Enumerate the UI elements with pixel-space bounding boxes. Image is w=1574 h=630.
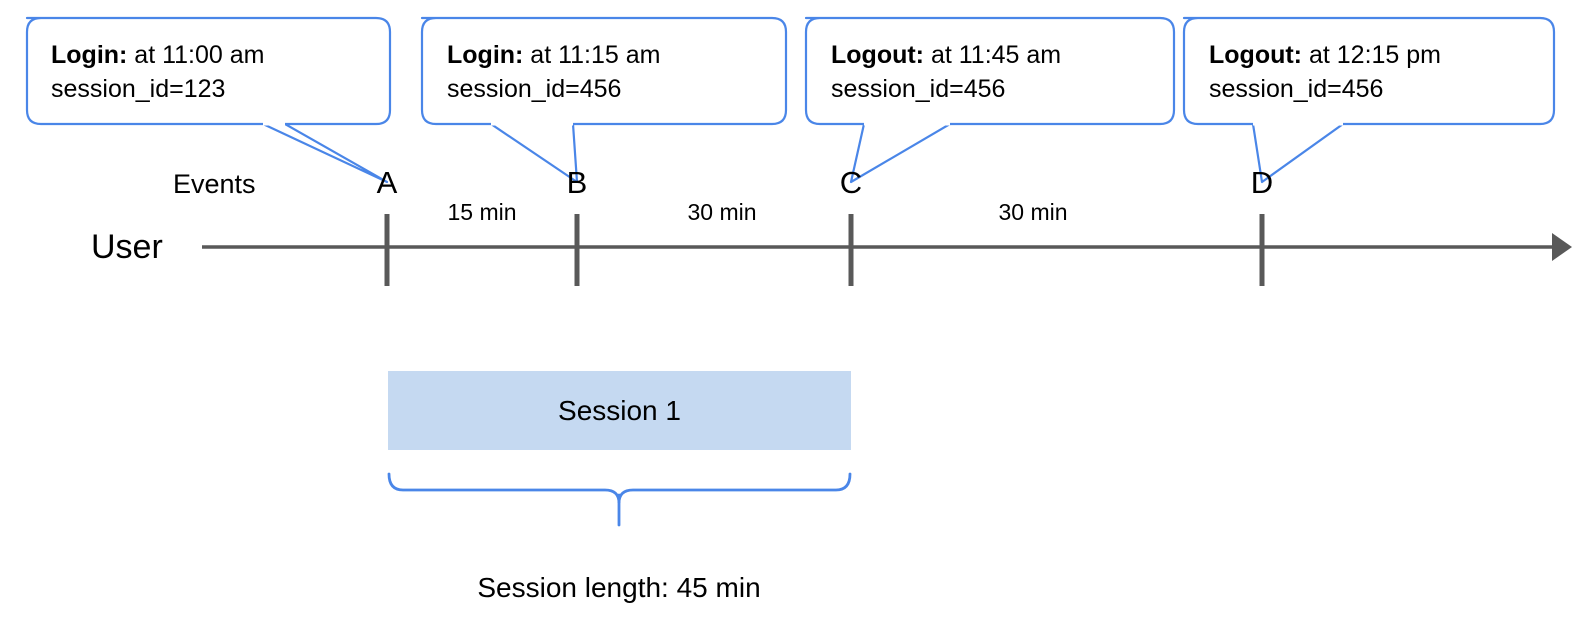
event-letter-c: C bbox=[839, 165, 863, 200]
callout-bubble-3[interactable] bbox=[804, 16, 1176, 184]
session-bar-label: Session 1 bbox=[558, 394, 681, 426]
callout-bubble-2[interactable] bbox=[420, 16, 788, 184]
timeline-axis bbox=[202, 233, 1572, 261]
duration-label-ab: 15 min bbox=[447, 199, 517, 225]
lane-label-events: Events bbox=[173, 169, 256, 199]
session-bar-rect bbox=[388, 371, 851, 450]
event-letter-d: D bbox=[1250, 165, 1274, 200]
event-ticks bbox=[384, 214, 1265, 286]
duration-label-bc: 30 min bbox=[687, 199, 757, 225]
session-brace bbox=[387, 472, 852, 527]
duration-label-cd: 30 min bbox=[998, 199, 1068, 225]
event-letter-a: A bbox=[376, 165, 398, 200]
session-length-caption: Session length: 45 min bbox=[477, 572, 761, 603]
axis-arrowhead bbox=[1552, 233, 1572, 261]
callout-bubble-1[interactable] bbox=[25, 16, 392, 184]
event-letter-b: B bbox=[566, 165, 588, 200]
callout-bubble-4[interactable] bbox=[1182, 16, 1556, 184]
lane-label-user: User bbox=[91, 228, 163, 266]
